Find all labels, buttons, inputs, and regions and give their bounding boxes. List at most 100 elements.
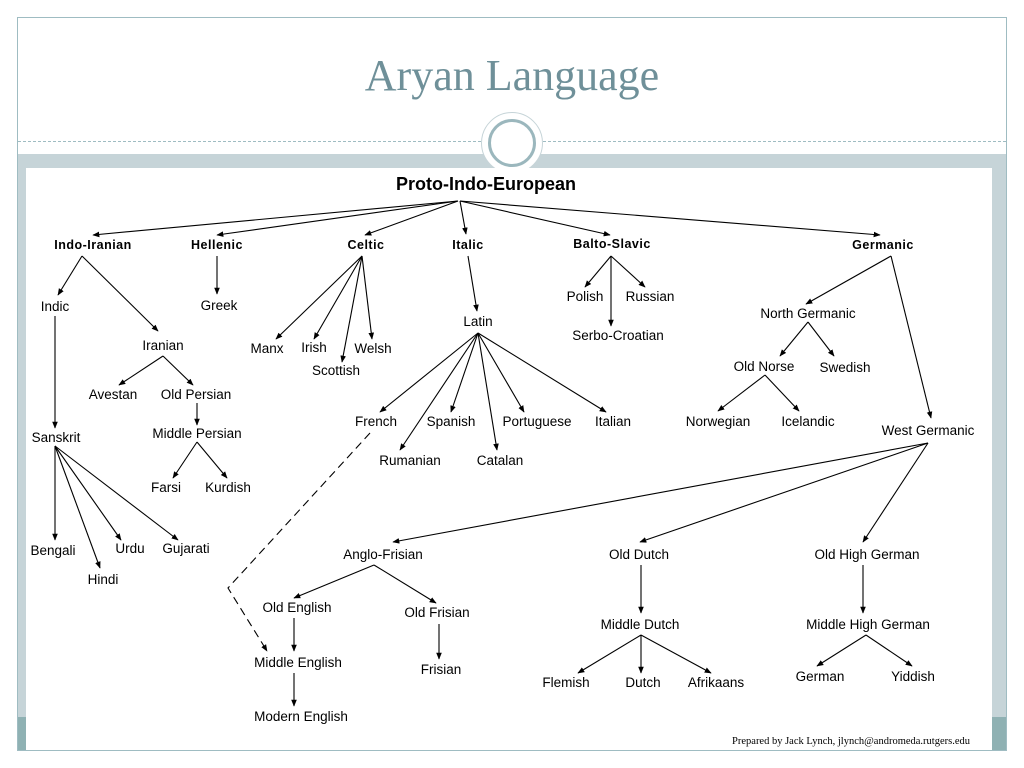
node-flemish: Flemish xyxy=(542,675,589,690)
node-gujarati: Gujarati xyxy=(162,541,209,556)
edge-latin-french xyxy=(379,332,479,413)
node-indic: Indic xyxy=(41,299,70,314)
edge-indo-iranian-iranian xyxy=(81,255,159,332)
edge-middle-dutch-afrikaans xyxy=(640,634,712,674)
node-iranian: Iranian xyxy=(142,338,183,353)
node-old-frisian: Old Frisian xyxy=(404,605,469,620)
edge-middle-persian-kurdish xyxy=(196,441,228,479)
edge-germanic-west-germanic xyxy=(890,255,933,419)
edge-west-germanic-old-dutch xyxy=(639,442,929,543)
node-north-germanic: North Germanic xyxy=(760,306,856,321)
node-anglo-frisian: Anglo-Frisian xyxy=(343,547,423,562)
right-side-bar-accent xyxy=(992,717,1006,750)
node-kurdish: Kurdish xyxy=(205,480,251,495)
node-latin: Latin xyxy=(463,314,492,329)
edge-latin-spanish xyxy=(450,332,479,413)
node-middle-english: Middle English xyxy=(254,655,342,670)
node-icelandic: Icelandic xyxy=(781,414,835,429)
node-hindi: Hindi xyxy=(88,572,119,587)
edge-sanskrit-gujarati xyxy=(54,445,179,541)
node-old-persian: Old Persian xyxy=(161,387,232,402)
node-irish: Irish xyxy=(301,340,327,355)
edge-root-hellenic xyxy=(216,200,459,237)
branch-indo-iranian: Indo-Iranian xyxy=(54,238,132,252)
edge-anglo-frisian-old-english xyxy=(293,564,375,599)
node-old-english: Old English xyxy=(262,600,331,615)
node-scottish: Scottish xyxy=(312,363,360,378)
node-old-dutch: Old Dutch xyxy=(609,547,669,562)
node-polish: Polish xyxy=(567,289,604,304)
edge-root-balto-slavic xyxy=(459,200,611,237)
node-french: French xyxy=(355,414,397,429)
slide-title: Aryan Language xyxy=(364,51,660,100)
circle-ornament-icon xyxy=(481,112,543,174)
edge-latin-portuguese xyxy=(477,332,525,413)
edge-root-germanic xyxy=(459,200,881,238)
edge-north-germanic-old-norse xyxy=(779,321,809,357)
edge-balto-slavic-polish xyxy=(584,255,612,288)
branch-hellenic: Hellenic xyxy=(191,238,243,252)
edge-root-indo-iranian xyxy=(92,200,459,238)
left-side-bar-accent xyxy=(18,717,26,750)
node-portuguese: Portuguese xyxy=(502,414,571,429)
edge-balto-slavic-russian xyxy=(610,255,646,288)
edge-root-italic xyxy=(459,200,468,235)
node-old-norse: Old Norse xyxy=(734,359,795,374)
edge-west-germanic-old-high-german xyxy=(862,442,929,543)
language-tree-diagram: Proto-Indo-European Indo-Iranian Helleni… xyxy=(26,168,992,750)
right-side-bar xyxy=(992,168,1006,750)
edge-middle-high-german-yiddish xyxy=(865,634,913,667)
node-welsh: Welsh xyxy=(354,341,391,356)
branch-balto-slavic: Balto-Slavic xyxy=(573,237,651,251)
node-old-high-german: Old High German xyxy=(814,547,919,562)
edge-old-norse-icelandic xyxy=(764,374,800,412)
edge-celtic-welsh xyxy=(361,255,375,340)
branch-celtic: Celtic xyxy=(347,238,384,252)
node-afrikaans: Afrikaans xyxy=(688,675,745,690)
node-avestan: Avestan xyxy=(89,387,138,402)
edge-root-celtic xyxy=(364,200,459,236)
edge-italic-latin xyxy=(467,255,479,312)
edge-west-germanic-anglo-frisian xyxy=(392,442,929,544)
edge-celtic-irish xyxy=(313,255,363,340)
edge-north-germanic-swedish xyxy=(807,321,835,357)
edge-french-middle-english-influence xyxy=(227,432,371,652)
node-russian: Russian xyxy=(626,289,675,304)
node-yiddish: Yiddish xyxy=(891,669,935,684)
branch-italic: Italic xyxy=(452,238,484,252)
edge-latin-italian xyxy=(477,332,607,413)
edge-iranian-avestan xyxy=(118,355,164,386)
node-dutch: Dutch xyxy=(625,675,660,690)
edge-anglo-frisian-old-frisian xyxy=(373,564,437,604)
node-middle-persian: Middle Persian xyxy=(152,426,241,441)
edge-celtic-scottish xyxy=(340,255,363,363)
edge-sanskrit-hindi xyxy=(54,445,101,569)
edge-iranian-old-persian xyxy=(162,355,194,386)
node-rumanian: Rumanian xyxy=(379,453,441,468)
edge-sanskrit-urdu xyxy=(54,445,122,541)
node-urdu: Urdu xyxy=(115,541,144,556)
node-sanskrit: Sanskrit xyxy=(32,430,81,445)
node-italian: Italian xyxy=(595,414,631,429)
left-side-bar xyxy=(18,168,26,750)
node-modern-english: Modern English xyxy=(254,709,348,724)
node-serbo-croatian: Serbo-Croatian xyxy=(572,328,664,343)
node-greek: Greek xyxy=(201,298,238,313)
edge-old-norse-norwegian xyxy=(717,374,766,412)
edge-latin-rumanian xyxy=(399,332,479,451)
node-norwegian: Norwegian xyxy=(686,414,751,429)
edge-celtic-manx xyxy=(275,255,363,340)
edge-germanic-north-germanic xyxy=(805,255,892,305)
root-label: Proto-Indo-European xyxy=(396,174,576,194)
node-catalan: Catalan xyxy=(477,453,524,468)
edge-indo-iranian-indic xyxy=(57,255,83,296)
edge-middle-high-german-german xyxy=(816,634,867,667)
node-manx: Manx xyxy=(250,341,283,356)
node-spanish: Spanish xyxy=(427,414,476,429)
node-frisian: Frisian xyxy=(421,662,462,677)
edge-middle-persian-farsi xyxy=(172,441,198,479)
edge-middle-dutch-flemish xyxy=(577,634,642,674)
node-middle-dutch: Middle Dutch xyxy=(601,617,680,632)
node-german: German xyxy=(796,669,845,684)
node-farsi: Farsi xyxy=(151,480,181,495)
